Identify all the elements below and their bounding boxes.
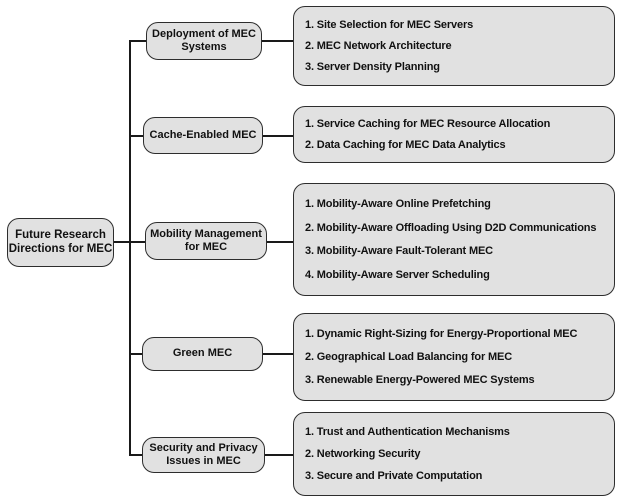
list-item: 1. Site Selection for MEC Servers: [305, 18, 474, 31]
list-item: 3. Server Density Planning: [305, 60, 440, 73]
list-item: 2. Data Caching for MEC Data Analytics: [305, 138, 506, 151]
branch-2-right-connector-line: [261, 135, 294, 137]
list-item: 2. Geographical Load Balancing for MEC: [305, 350, 513, 363]
branch-node-deployment-of-mec-systems: Deployment of MEC Systems: [146, 22, 262, 60]
list-item: 2. MEC Network Architecture: [305, 39, 452, 52]
branch-2-left-connector-line: [129, 135, 145, 137]
item-box-security-and-privacy-issues-in-mec: 1. Trust and Authentication Mechanisms 2…: [293, 412, 615, 496]
branch-1-left-connector-line: [129, 40, 148, 42]
branch-node-security-and-privacy-issues-in-mec: Security and Privacy Issues in MEC: [142, 437, 265, 473]
branch-node-mobility-management-for-mec: Mobility Management for MEC: [145, 222, 267, 260]
list-item: 4. Mobility-Aware Server Scheduling: [305, 268, 490, 281]
list-item: 1. Dynamic Right-Sizing for Energy-Propo…: [305, 327, 578, 340]
branch-3-right-connector-line: [265, 241, 294, 243]
trunk-connector-line: [129, 40, 131, 456]
root-node-future-research-directions: Future Research Directions for MEC: [7, 218, 114, 267]
list-item: 1. Service Caching for MEC Resource Allo…: [305, 118, 551, 131]
item-box-green-mec: 1. Dynamic Right-Sizing for Energy-Propo…: [293, 313, 615, 401]
root-connector-line: [113, 241, 147, 243]
branch-4-left-connector-line: [129, 353, 144, 355]
branch-5-right-connector-line: [263, 454, 294, 456]
list-item: 2. Mobility-Aware Offloading Using D2D C…: [305, 221, 597, 234]
list-item: 3. Secure and Private Computation: [305, 469, 483, 482]
list-item: 1. Mobility-Aware Online Prefetching: [305, 198, 491, 211]
list-item: 1. Trust and Authentication Mechanisms: [305, 425, 510, 438]
branch-1-right-connector-line: [261, 40, 294, 42]
item-box-cache-enabled-mec: 1. Service Caching for MEC Resource Allo…: [293, 106, 615, 163]
branch-node-cache-enabled-mec: Cache-Enabled MEC: [143, 117, 263, 154]
branch-node-green-mec: Green MEC: [142, 337, 263, 371]
list-item: 2. Networking Security: [305, 447, 421, 460]
list-item: 3. Mobility-Aware Fault-Tolerant MEC: [305, 245, 493, 258]
item-box-mobility-management-for-mec: 1. Mobility-Aware Online Prefetching 2. …: [293, 183, 615, 296]
list-item: 3. Renewable Energy-Powered MEC Systems: [305, 373, 535, 386]
branch-5-left-connector-line: [129, 454, 144, 456]
branch-4-right-connector-line: [261, 353, 294, 355]
item-box-deployment-of-mec-systems: 1. Site Selection for MEC Servers 2. MEC…: [293, 6, 615, 86]
